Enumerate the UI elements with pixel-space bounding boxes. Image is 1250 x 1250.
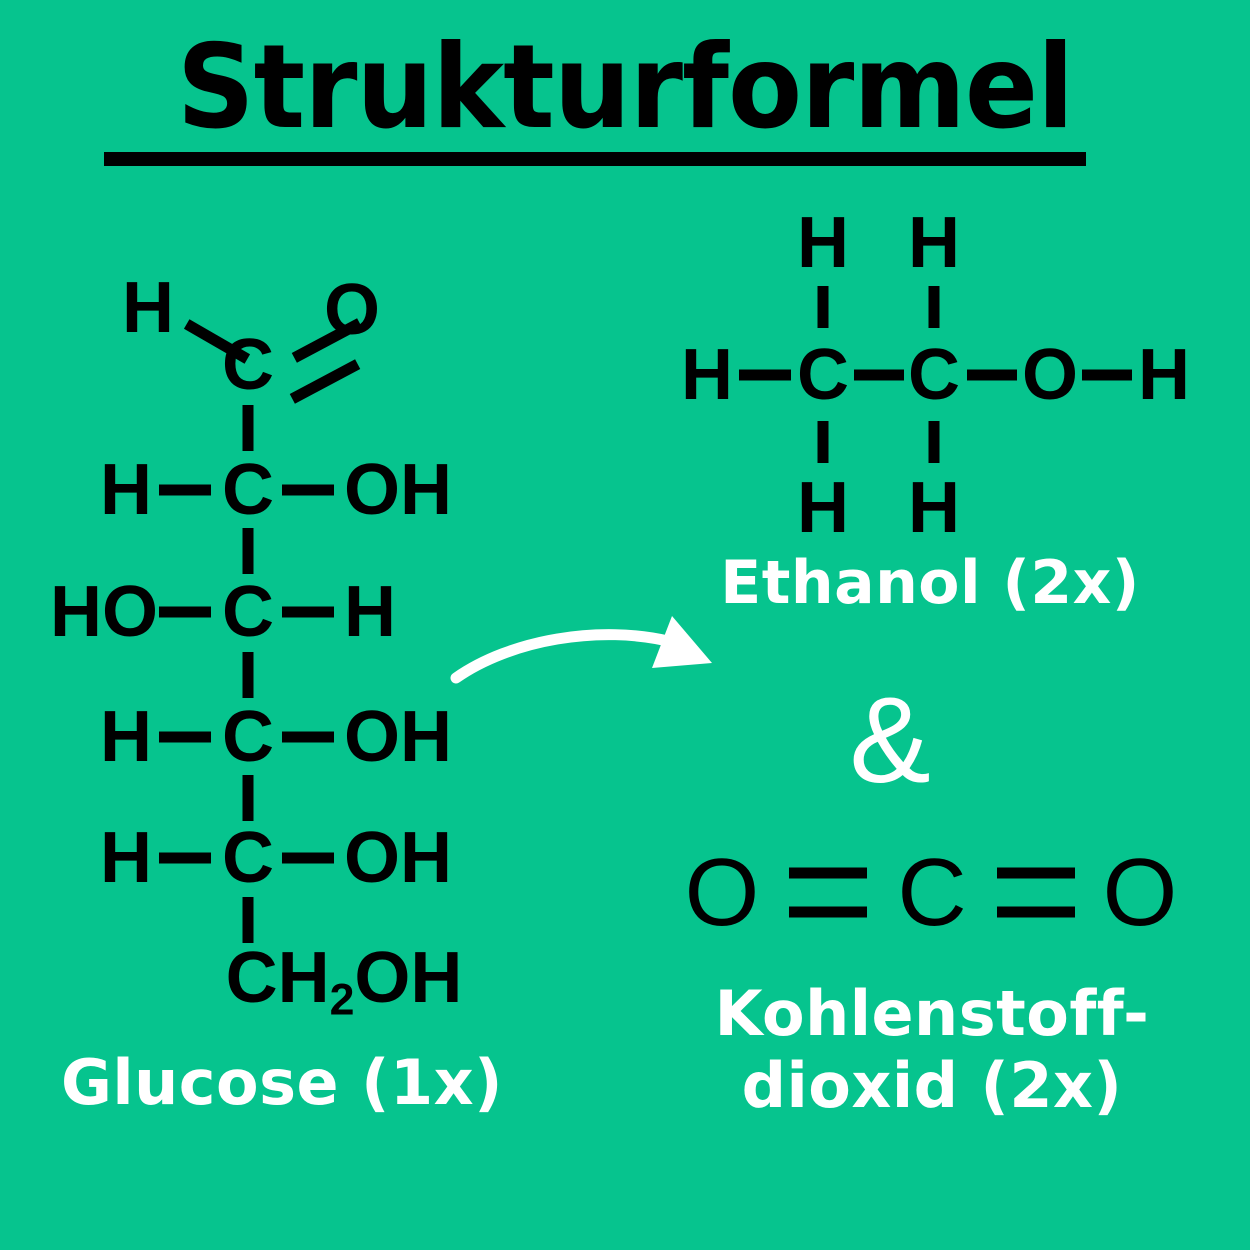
- co2-bond-left-lower: [789, 906, 867, 918]
- glucose-r1-center-atom: C: [222, 450, 274, 530]
- glucose-r2-right-bond: [282, 606, 334, 618]
- ethanol-bottom-h-1: H: [797, 468, 849, 548]
- glucose-r3-left-atom: H: [100, 697, 152, 777]
- glucose-r0-double-bond-lower: [289, 359, 361, 404]
- ethanol-bond-c2-o: [967, 369, 1017, 381]
- conjunction-symbol: &: [849, 672, 931, 808]
- glucose-r4-right-atom: OH: [344, 818, 452, 898]
- ethanol-backbone-atom-2: C: [908, 335, 960, 415]
- glucose-r3-left-bond: [159, 731, 211, 743]
- glucose-r3-right-atom: OH: [344, 697, 452, 777]
- ethanol-backbone-atom-4: H: [1138, 335, 1190, 415]
- ethanol-bond-c2-bottomh: [928, 421, 940, 463]
- ethanol-caption: Ethanol (2x): [720, 548, 1140, 618]
- ethanol-top-h-2: H: [908, 203, 960, 283]
- co2-atom-2: O: [1102, 839, 1178, 946]
- glucose-r1-left-bond: [159, 484, 211, 496]
- glucose-r3-right-bond: [282, 731, 334, 743]
- co2-bond-left-upper: [789, 867, 867, 879]
- page-title: Strukturformel: [0, 20, 1250, 155]
- ethanol-bond-c1-c2: [854, 369, 904, 381]
- glucose-r0-right-atom: O: [323, 270, 381, 350]
- glucose-caption: Glucose (1x): [61, 1046, 503, 1119]
- carbon-dioxide-caption-line2: dioxid (2x): [741, 1049, 1123, 1122]
- glucose-r4-center-atom: C: [222, 818, 274, 898]
- ethanol-bond-h-c1: [739, 369, 791, 381]
- glucose-r1-right-atom: OH: [344, 450, 452, 530]
- co2-atom-1: C: [897, 839, 967, 946]
- ethanol-bond-c1-bottomh: [817, 421, 829, 463]
- glucose-bond-c1-c2: [242, 405, 254, 451]
- reaction-arrow-icon: [450, 616, 712, 684]
- carbon-dioxide-caption-line1: Kohlenstoff-: [714, 977, 1150, 1050]
- glucose-r1-right-bond: [282, 484, 334, 496]
- ethanol-bond-o-h: [1082, 369, 1132, 381]
- co2-bond-right-upper: [997, 867, 1075, 879]
- ethanol-bottom-h-2: H: [908, 468, 960, 548]
- glucose-r2-right-atom: H: [344, 572, 396, 652]
- co2-bond-right-lower: [997, 906, 1075, 918]
- glucose-r4-left-bond: [159, 852, 211, 864]
- ethanol-bond-c1-toph: [817, 286, 829, 328]
- co2-atom-0: O: [684, 839, 760, 946]
- ethanol-backbone-atom-3: O: [1021, 335, 1079, 415]
- glucose-r2-left-bond: [159, 606, 211, 618]
- page-title-text: Strukturformel: [176, 20, 1074, 155]
- ethanol-backbone-atom-0: H: [681, 335, 733, 415]
- glucose-bond-c3-c4: [242, 652, 254, 698]
- reaction-arrow: [440, 600, 770, 720]
- glucose-r0-center-atom: C: [222, 325, 274, 405]
- glucose-r4-left-atom: H: [100, 818, 152, 898]
- glucose-r3-center-atom: C: [222, 697, 274, 777]
- carbon-dioxide-caption: Kohlenstoff-dioxid (2x): [672, 978, 1192, 1122]
- glucose-bond-c4-c5: [242, 775, 254, 821]
- glucose-terminal-tail: OH: [354, 938, 463, 1018]
- ethanol-backbone-atom-1: C: [797, 335, 849, 415]
- glucose-r1-left-atom: H: [100, 450, 152, 530]
- glucose-terminal-subscript: 2: [329, 975, 355, 1025]
- glucose-r0-left-atom: H: [122, 268, 174, 348]
- ethanol-top-h-1: H: [797, 203, 849, 283]
- glucose-r4-right-bond: [282, 852, 334, 864]
- glucose-r2-center-atom: C: [222, 572, 274, 652]
- title-underline: [104, 152, 1086, 166]
- glucose-bond-c2-c3: [242, 528, 254, 574]
- glucose-r2-left-atom: HO: [50, 572, 158, 652]
- glucose-terminal-base: CH: [225, 938, 330, 1018]
- glucose-bond-c5-c6: [242, 897, 254, 943]
- glucose-terminal-group: CH2OH: [226, 942, 463, 1022]
- ethanol-bond-c2-toph: [928, 286, 940, 328]
